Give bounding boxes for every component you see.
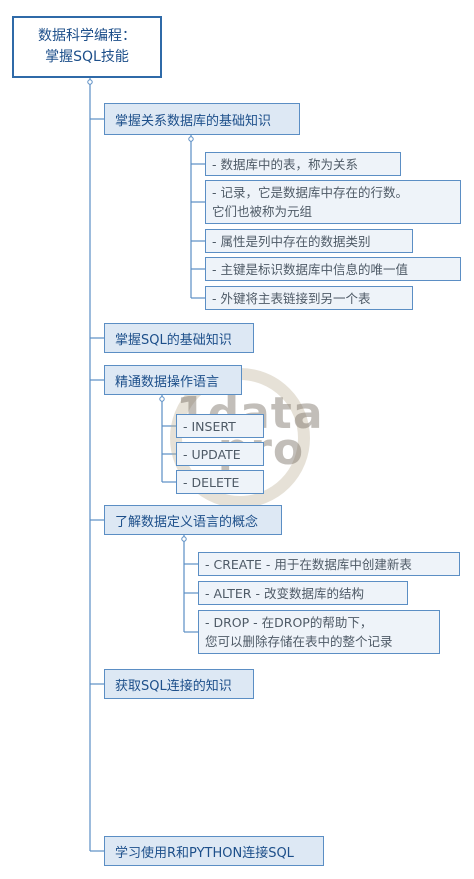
subtopic-node-1-5: - 外键将主表链接到另一个表 (205, 286, 413, 310)
subtopic-node-4-3: - DROP - 在DROP的帮助下， 您可以删除存储在表中的整个记录 (198, 610, 440, 654)
root-collapse-dot (87, 79, 93, 85)
subtopic-node-3-3: - DELETE (176, 470, 264, 494)
topic-label: 精通数据操作语言 (115, 374, 220, 390)
root-title-line-1: 数据科学编程： (38, 28, 136, 44)
subtopic-label-line-1: - 主键是标识数据库中信息的唯一值 (212, 261, 408, 277)
topic-node-4: 了解数据定义语言的概念 (104, 505, 282, 535)
child-collapse-dot-4 (181, 536, 187, 542)
subtopic-node-1-4: - 主键是标识数据库中信息的唯一值 (205, 257, 461, 281)
subtopic-node-3-1: - INSERT (176, 414, 264, 438)
root-node: 数据科学编程： 掌握SQL技能 (12, 16, 162, 78)
topic-node-2: 掌握SQL的基础知识 (104, 323, 254, 353)
subtopic-label-line-1: - CREATE - 用于在数据库中创建新表 (205, 556, 412, 572)
topic-node-5: 获取SQL连接的知识 (104, 669, 254, 699)
subtopic-label-line-2: 它们也被称为元组 (212, 204, 313, 219)
subtopic-label-line-1: - INSERT (183, 418, 236, 434)
child-collapse-dot-1 (188, 136, 194, 142)
subtopic-label-line-1: - DROP - 在DROP的帮助下， (205, 615, 373, 630)
subtopic-label-line-1: - 外键将主表链接到另一个表 (212, 290, 371, 306)
topic-label: 获取SQL连接的知识 (115, 678, 232, 694)
topic-label: 学习使用R和PYTHON连接SQL (115, 845, 294, 861)
subtopic-label-line-1: - 数据库中的表，称为关系 (212, 156, 358, 172)
topic-node-3: 精通数据操作语言 (104, 365, 242, 395)
subtopic-label-line-1: - 属性是列中存在的数据类别 (212, 233, 371, 249)
subtopic-label-line-2: 您可以删除存储在表中的整个记录 (205, 634, 393, 649)
child-collapse-dot-3 (159, 396, 165, 402)
subtopic-label-line-1: - DELETE (183, 474, 240, 490)
topic-node-1: 掌握关系数据库的基础知识 (104, 103, 300, 135)
subtopic-label-line-1: - UPDATE (183, 446, 241, 462)
root-title-line-2: 掌握SQL技能 (45, 49, 129, 65)
topic-node-6: 学习使用R和PYTHON连接SQL (104, 836, 324, 866)
subtopic-label-line-1: - ALTER - 改变数据库的结构 (205, 585, 364, 601)
subtopic-node-1-2: - 记录，它是数据库中存在的行数。它们也被称为元组 (205, 180, 461, 224)
topic-label: 了解数据定义语言的概念 (115, 514, 259, 530)
topic-label: 掌握关系数据库的基础知识 (115, 113, 272, 129)
subtopic-node-1-3: - 属性是列中存在的数据类别 (205, 229, 413, 253)
subtopic-node-1-1: - 数据库中的表，称为关系 (205, 152, 401, 176)
topic-label: 掌握SQL的基础知识 (115, 332, 232, 348)
subtopic-node-4-2: - ALTER - 改变数据库的结构 (198, 581, 408, 605)
subtopic-node-4-1: - CREATE - 用于在数据库中创建新表 (198, 552, 460, 576)
subtopic-node-3-2: - UPDATE (176, 442, 264, 466)
subtopic-label-line-1: - 记录，它是数据库中存在的行数。 (212, 185, 408, 200)
